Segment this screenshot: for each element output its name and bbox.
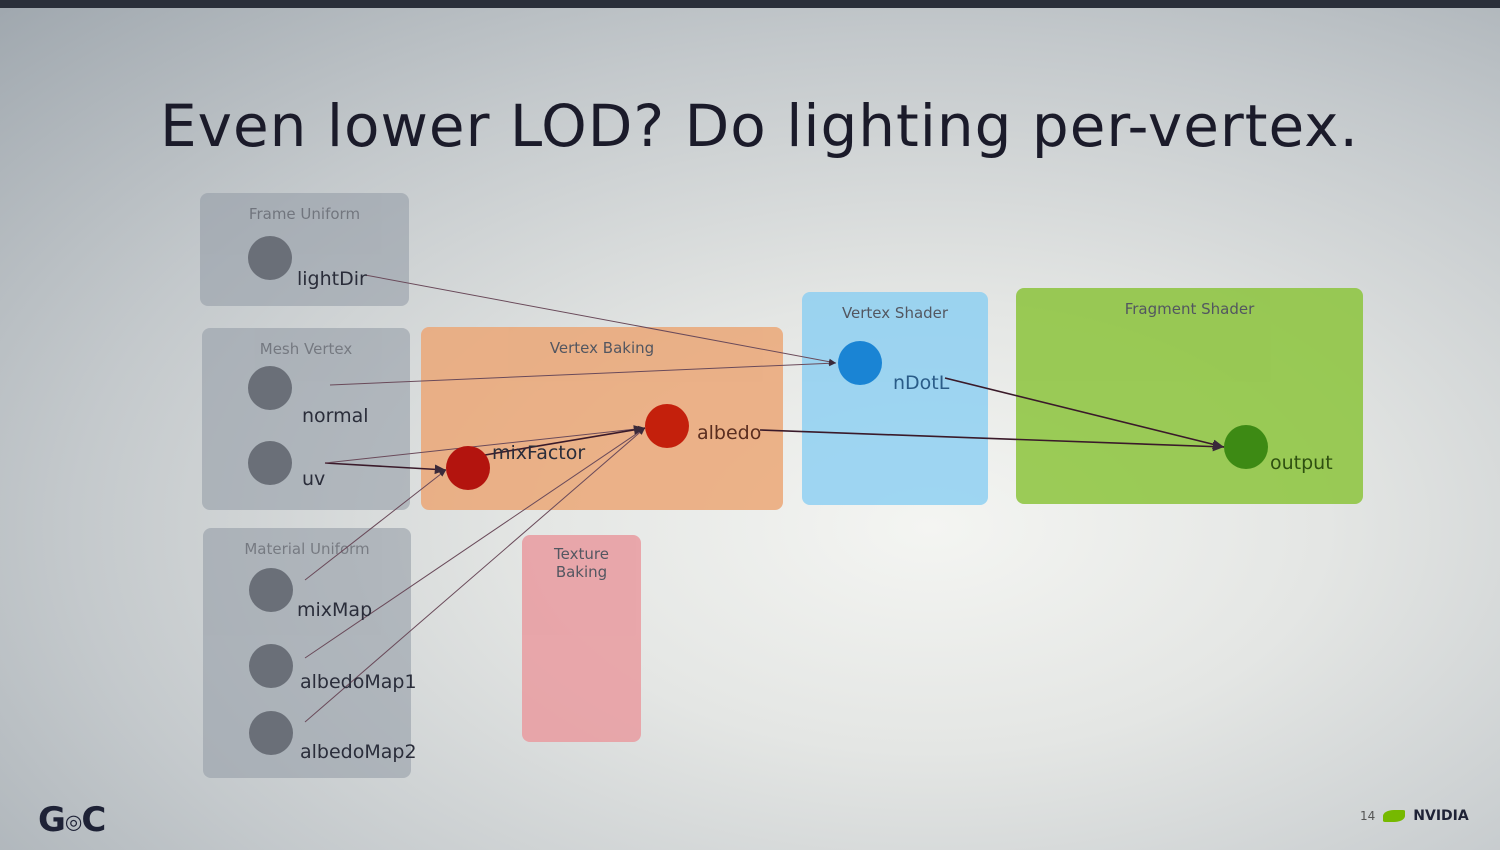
node-label: albedoMap1 <box>300 671 417 693</box>
group-frame-uniform: Frame Uniform <box>200 193 409 306</box>
group-label: Vertex Baking <box>549 339 655 357</box>
nvidia-eye-icon <box>1383 810 1406 822</box>
node-albedo <box>645 404 689 448</box>
group-texture-baking: Texture Baking <box>522 535 641 742</box>
node-normal <box>248 366 292 410</box>
edge-uv-to-albedo <box>324 425 646 464</box>
edge-uv-to-mixFactor <box>324 462 447 475</box>
node-label: lightDir <box>297 268 367 290</box>
edge-mixFactor-to-albedo <box>484 425 646 456</box>
node-label: mixMap <box>297 599 373 621</box>
node-label: albedoMap2 <box>300 741 417 763</box>
edge-mixMap-to-mixFactor <box>304 469 447 581</box>
group-label: Mesh Vertex <box>259 340 353 358</box>
node-lightDir <box>248 236 292 280</box>
node-mixMap <box>249 568 293 612</box>
node-label: output <box>1270 452 1333 474</box>
group-label: Fragment Shader <box>1124 300 1255 318</box>
node-label: nDotL <box>893 372 950 394</box>
node-albedoMap2 <box>249 711 293 755</box>
node-nDotL <box>838 341 882 385</box>
top-border <box>0 0 1500 8</box>
group-label: Vertex Shader <box>841 304 949 322</box>
edge-normal-to-nDotL <box>329 360 837 386</box>
edge-albedoMap2-to-albedo <box>304 427 646 723</box>
slide-title: Even lower LOD? Do lighting per-vertex. <box>160 92 1359 160</box>
node-albedoMap1 <box>249 644 293 688</box>
group-label: Texture Baking <box>554 545 609 581</box>
node-uv <box>248 441 292 485</box>
edge-nDotL-to-output <box>944 377 1225 449</box>
group-label: Frame Uniform <box>248 205 361 223</box>
node-label: mixFactor <box>492 442 586 464</box>
group-vertex-shader: Vertex Shader <box>802 292 988 505</box>
edge-albedo-to-output <box>759 429 1225 452</box>
edge-lightDir-to-nDotL <box>364 274 837 365</box>
slide-footer: 14 NVIDIA <box>1360 808 1469 824</box>
node-label: uv <box>302 468 326 490</box>
gdc-logo: G◎C <box>38 800 106 840</box>
edge-albedoMap1-to-albedo <box>304 427 646 659</box>
page-number: 14 <box>1360 809 1376 823</box>
group-material-uniform: Material Uniform <box>203 528 411 778</box>
node-mixFactor <box>446 446 490 490</box>
node-label: albedo <box>697 422 762 444</box>
group-fragment-shader: Fragment Shader <box>1016 288 1363 504</box>
group-mesh-vertex: Mesh Vertex <box>202 328 410 510</box>
nvidia-logo: NVIDIA <box>1413 808 1469 824</box>
node-output <box>1224 425 1268 469</box>
node-label: normal <box>302 405 369 427</box>
